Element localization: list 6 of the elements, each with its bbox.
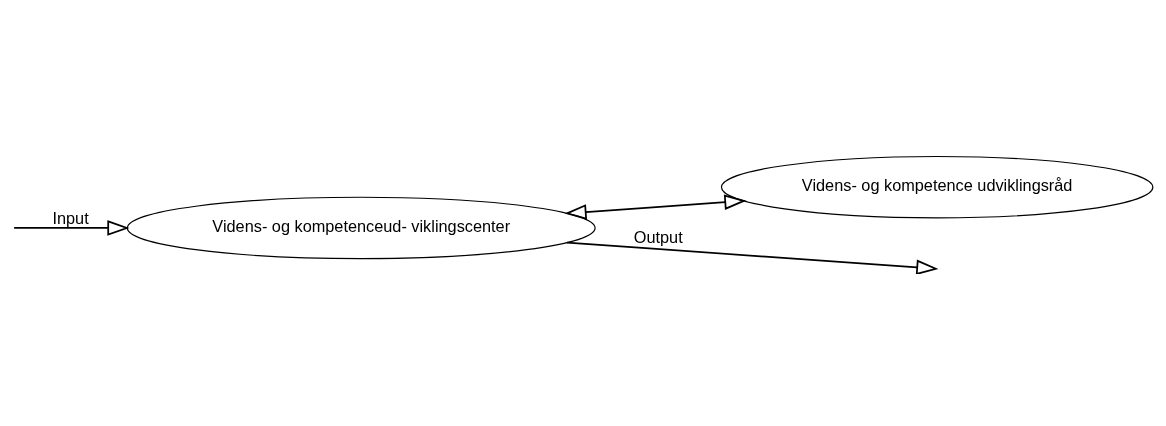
node-ellipse: Videns- og kompetenceud- viklingscenter <box>126 196 596 260</box>
edge-label: Input <box>52 208 89 227</box>
arrow <box>564 194 747 220</box>
edge-label: Output <box>633 228 683 247</box>
arrow <box>13 220 130 236</box>
arrow <box>566 241 939 274</box>
